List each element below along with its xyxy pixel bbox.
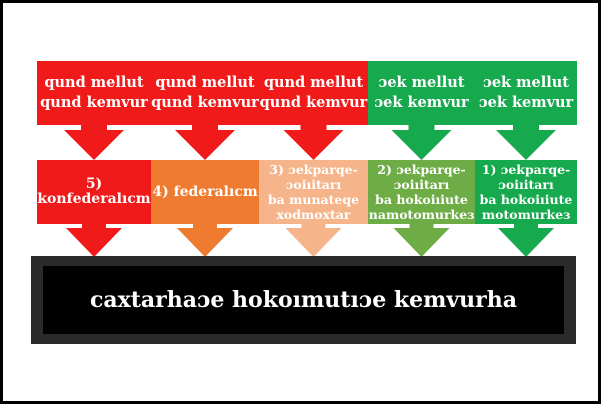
mid-box-unitary-decentralized: 2) ɔekparqe- ɔoiıitarı ba hokoiıiute nam… xyxy=(368,160,475,224)
mid-box-5-line4: motomurkeɜ xyxy=(481,207,571,222)
mid-box-3-line3: ba munateqe xyxy=(267,192,360,207)
mid-box-4-line1: 2) ɔekparqe- xyxy=(377,162,466,177)
mid-arrow-4 xyxy=(393,220,450,257)
mid-box-3-line1: 3) ɔekparqe- xyxy=(269,162,358,177)
top-box-1-line1: qund mellut xyxy=(44,74,144,91)
mid-box-confederalism: 5) konfederalıcm xyxy=(37,160,151,224)
top-box-5-line1: ɔek mellut xyxy=(483,74,569,91)
mid-box-3-line4: xodmoxtar xyxy=(276,207,351,222)
mid-box-unitary-centralized: 1) ɔekparqe- ɔoiıitarı ba hokoiıiute mot… xyxy=(475,160,577,224)
top-box-5: ɔek mellut ɔek kemvur xyxy=(475,61,577,125)
top-box-5-line2: ɔek kemvur xyxy=(478,94,574,111)
mid-arrow-5 xyxy=(498,220,554,257)
frame-right xyxy=(598,0,601,404)
mid-box-5-line2: ɔoiıitarı xyxy=(498,177,554,192)
mid-box-5-line3: ba hokoiıiute xyxy=(479,192,573,207)
base-bar: caxtarhaɔe hokoımutıɔe kemvurha xyxy=(31,256,576,344)
top-arrow-1 xyxy=(64,120,124,160)
mid-box-5-line1: 1) ɔekparqe- xyxy=(481,162,571,177)
top-box-3-line2: qund kemvur xyxy=(259,94,368,111)
top-box-4-line2: ɔek kemvur xyxy=(374,94,469,111)
mid-box-unitary-autonomous: 3) ɔekparqe- ɔoiıitarı ba munateqe xodmo… xyxy=(259,160,368,224)
top-arrow-4 xyxy=(391,120,452,160)
top-arrow-2 xyxy=(175,120,235,160)
mid-arrow-2 xyxy=(177,220,233,257)
frame-bottom xyxy=(0,401,601,404)
top-box-4: ɔek mellut ɔek kemvur xyxy=(368,61,475,125)
base-title: caxtarhaɔe hokoımutıɔe kemvurha xyxy=(89,287,517,313)
top-arrow-5 xyxy=(496,120,556,160)
mid-box-4-line3: ba hokoiıiute xyxy=(375,192,468,207)
base-bar-inner: caxtarhaɔe hokoımutıɔe kemvurha xyxy=(43,266,564,334)
top-box-1: qund mellut qund kemvur xyxy=(37,61,151,125)
top-box-1-line2: qund kemvur xyxy=(40,94,148,111)
top-box-3-line1: qund mellut xyxy=(263,74,364,91)
mid-arrow-3 xyxy=(285,220,342,257)
frame-left xyxy=(0,0,3,404)
top-box-4-line1: ɔek mellut xyxy=(378,74,465,91)
mid-box-federalism: 4) federalıcm xyxy=(151,160,259,224)
mid-box-3-line2: ɔoiıitarı xyxy=(285,177,342,192)
top-box-3: qund mellut qund kemvur xyxy=(259,61,368,125)
frame-top xyxy=(0,0,601,3)
top-box-2-line1: qund mellut xyxy=(155,74,255,91)
mid-arrow-1 xyxy=(66,220,122,257)
mid-box-2-line1: 4) federalıcm xyxy=(152,183,258,200)
mid-box-1-line1: 5) konfederalıcm xyxy=(37,176,151,207)
mid-box-4-line4: namotomurkeɜ xyxy=(368,207,475,222)
top-box-2: qund mellut qund kemvur xyxy=(151,61,259,125)
mid-box-4-line2: ɔoiıitarı xyxy=(393,177,450,192)
top-box-2-line2: qund kemvur xyxy=(151,94,259,111)
top-arrow-3 xyxy=(283,120,344,160)
